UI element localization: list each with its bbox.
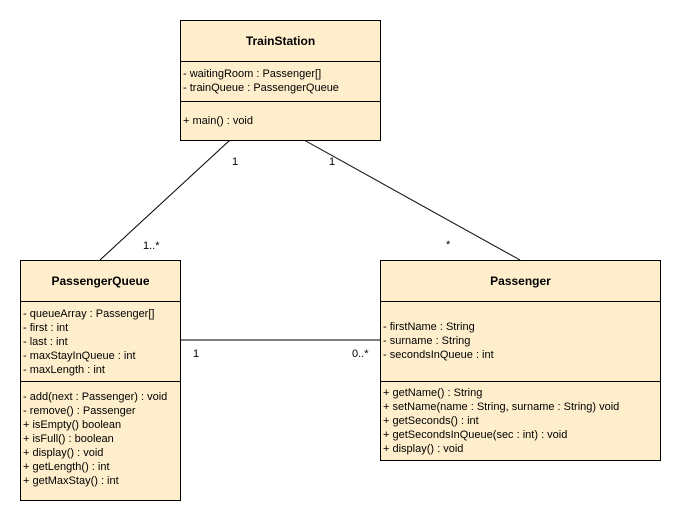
operation: + getSeconds() : int <box>383 415 479 427</box>
operation: + display() : void <box>23 447 104 459</box>
operation: + display() : void <box>383 443 464 455</box>
operation: + getMaxStay() : int <box>23 475 119 487</box>
multiplicity-station-queue-queue-end: 1..* <box>143 240 160 252</box>
class-name-train-station: TrainStation <box>245 34 316 48</box>
attribute: - maxStayInQueue : int <box>23 350 136 362</box>
attributes-passenger: - firstName : String - surname : String … <box>381 301 660 381</box>
operation: + getLength() : int <box>23 461 110 473</box>
operation: + setName(name : String, surname : Strin… <box>383 401 620 413</box>
operations-passenger-queue: - add(next : Passenger) : void - remove(… <box>21 381 180 500</box>
operation: - remove() : Passenger <box>23 405 136 417</box>
attribute: - secondsInQueue : int <box>383 349 494 361</box>
operation: + isEmpty() boolean <box>23 419 122 431</box>
association-station-queue <box>99 139 231 261</box>
operations-train-station: + main() : void <box>181 101 380 140</box>
operation: + main() : void <box>183 115 253 127</box>
multiplicity-station-passenger-station-end: 1 <box>329 156 336 168</box>
class-passenger-queue: PassengerQueue - queueArray : Passenger[… <box>20 260 181 501</box>
attributes-train-station: - waitingRoom : Passenger[] - trainQueue… <box>181 61 380 101</box>
attribute: - trainQueue : PassengerQueue <box>183 82 339 94</box>
class-passenger: Passenger - firstName : String - surname… <box>380 260 661 461</box>
class-name-passenger-queue: PassengerQueue <box>51 274 150 288</box>
multiplicity-station-queue-station-end: 1 <box>232 156 239 168</box>
attribute: - waitingRoom : Passenger[] <box>183 68 322 80</box>
attribute: - queueArray : Passenger[] <box>23 308 155 320</box>
attribute: - surname : String <box>383 335 471 347</box>
multiplicity-queue-passenger-queue-end: 1 <box>193 348 200 360</box>
attribute: - firstName : String <box>383 321 475 333</box>
attribute: - first : int <box>23 322 69 334</box>
class-name-passenger: Passenger <box>490 274 551 288</box>
operation: + getSecondsInQueue(sec : int) : void <box>383 429 568 441</box>
multiplicity-station-passenger-passenger-end: * <box>446 239 451 251</box>
class-train-station: TrainStation - waitingRoom : Passenger[]… <box>180 20 381 141</box>
operation: - add(next : Passenger) : void <box>23 391 168 403</box>
attributes-passenger-queue: - queueArray : Passenger[] - first : int… <box>21 301 180 381</box>
multiplicity-queue-passenger-passenger-end: 0..* <box>352 348 369 360</box>
attribute: - maxLength : int <box>23 364 105 376</box>
operation: + getName() : String <box>383 387 483 399</box>
association-station-passenger <box>303 139 521 261</box>
attribute: - last : int <box>23 336 68 348</box>
operation: + isFull() : boolean <box>23 433 114 445</box>
operations-passenger: + getName() : String + setName(name : St… <box>381 381 660 460</box>
